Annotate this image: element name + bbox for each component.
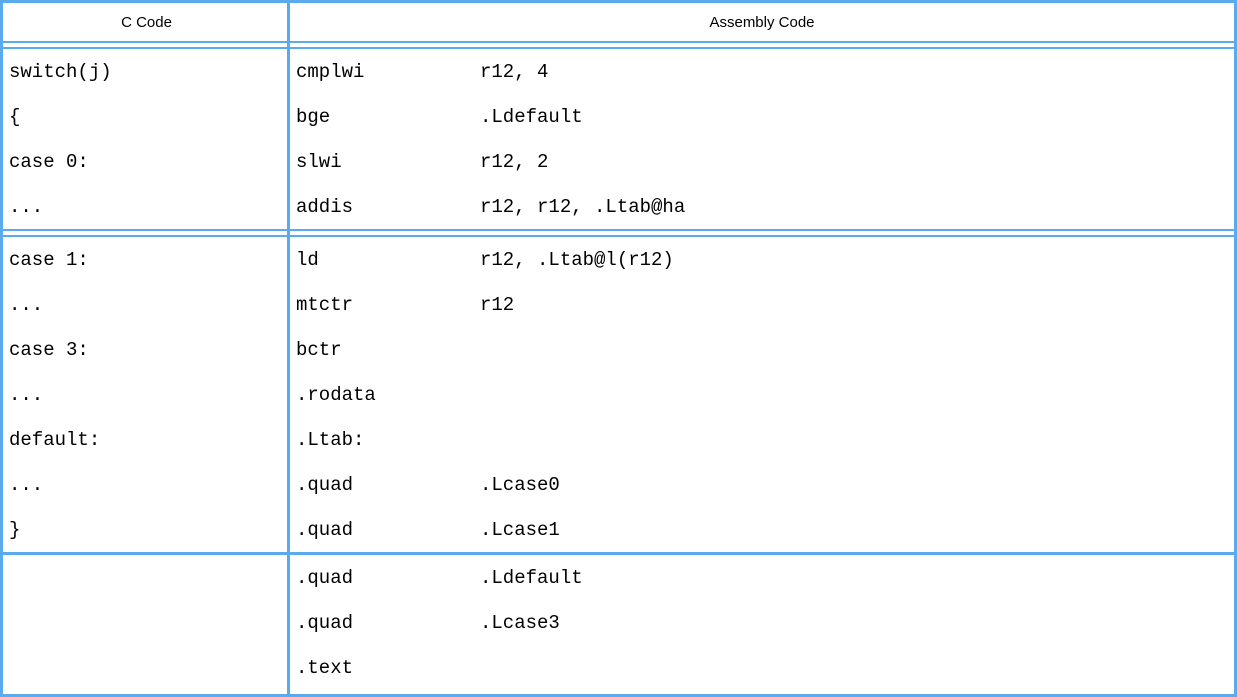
assembly-line: .quad .Ldefault — [290, 555, 1234, 600]
assembly-operands: .Lcase3 — [480, 611, 560, 634]
assembly-mnemonic: ld — [296, 248, 319, 271]
assembly-line: ld r12, .Ltab@l(r12) — [290, 237, 1234, 282]
assembly-mnemonic: .quad — [296, 473, 354, 496]
assembly-line: mtctr r12 — [290, 282, 1234, 327]
assembly-line: .Ltab: — [290, 417, 1234, 462]
assembly-mnemonic: mtctr — [296, 293, 354, 316]
assembly-line: addis r12, r12, .Ltab@ha — [290, 184, 1234, 229]
assembly-operands: r12 — [480, 293, 515, 316]
assembly-line: .quad .Lcase3 — [290, 600, 1234, 645]
c-code-line: case 0: — [9, 150, 89, 173]
assembly-mnemonic: cmplwi — [296, 60, 365, 83]
c-code-cell-empty — [3, 555, 290, 690]
assembly-operands: .Ldefault — [480, 566, 583, 589]
assembly-line: .text — [290, 645, 1234, 690]
header-cell-assembly-code: Assembly Code — [709, 13, 815, 31]
assembly-operands: .Ldefault — [480, 105, 583, 128]
assembly-operands: r12, .Ltab@l(r12) — [480, 248, 674, 271]
c-code-line: { — [9, 105, 21, 128]
section-divider — [3, 229, 1234, 237]
assembly-operands: .Lcase0 — [480, 473, 560, 496]
assembly-mnemonic: .text — [296, 656, 354, 679]
assembly-line: .quad .Lcase1 — [290, 507, 1234, 552]
c-code-line: switch(j) — [9, 60, 112, 83]
assembly-operands: .Lcase1 — [480, 518, 560, 541]
c-code-line: case 3: — [9, 338, 89, 361]
c-code-line: case 1: — [9, 248, 89, 271]
c-code-line: ... — [9, 473, 44, 496]
assembly-mnemonic: .quad — [296, 611, 354, 634]
assembly-code-cell: .quad .Ldefault .quad .Lcase3 .text — [290, 555, 1234, 690]
column-divider-line — [287, 3, 290, 694]
assembly-operands: r12, 4 — [480, 60, 549, 83]
assembly-line: cmplwi r12, 4 — [290, 49, 1234, 94]
assembly-mnemonic: .quad — [296, 518, 354, 541]
table-header-row: C Code Assembly Code — [3, 3, 1234, 41]
c-code-cell: switch(j) { case 0: ... — [3, 49, 290, 229]
assembly-line: bge .Ldefault — [290, 94, 1234, 139]
assembly-operands: r12, 2 — [480, 150, 549, 173]
assembly-line: .quad .Lcase0 — [290, 462, 1234, 507]
assembly-line: slwi r12, 2 — [290, 139, 1234, 184]
assembly-mnemonic: bctr — [296, 338, 342, 361]
assembly-mnemonic: addis — [296, 195, 354, 218]
c-code-cell: case 1: ... case 3: ... default: ... } — [3, 237, 290, 552]
assembly-mnemonic: .rodata — [296, 383, 376, 406]
assembly-code-cell: cmplwi r12, 4 bge .Ldefault slwi r12, 2 … — [290, 49, 1234, 229]
c-code-line: ... — [9, 383, 44, 406]
assembly-code-cell: ld r12, .Ltab@l(r12) mtctr r12 bctr .rod… — [290, 237, 1234, 552]
table-section-1: switch(j) { case 0: ... cmplwi r12, 4 bg… — [3, 49, 1234, 229]
c-code-line: } — [9, 518, 21, 541]
c-code-line: default: — [9, 428, 101, 451]
table-section-3: .quad .Ldefault .quad .Lcase3 .text — [3, 555, 1234, 694]
section-divider — [3, 552, 1234, 555]
assembly-operands: r12, r12, .Ltab@ha — [480, 195, 686, 218]
assembly-mnemonic: slwi — [296, 150, 342, 173]
assembly-mnemonic: .Ltab: — [296, 428, 365, 451]
c-code-line: ... — [9, 195, 44, 218]
assembly-mnemonic: bge — [296, 105, 331, 128]
assembly-mnemonic: .quad — [296, 566, 354, 589]
c-code-line: ... — [9, 293, 44, 316]
header-cell-c-code: C Code — [121, 13, 172, 31]
header-divider — [3, 41, 1234, 49]
table-section-2: case 1: ... case 3: ... default: ... } l… — [3, 237, 1234, 552]
assembly-line: .rodata — [290, 372, 1234, 417]
assembly-line: bctr — [290, 327, 1234, 372]
